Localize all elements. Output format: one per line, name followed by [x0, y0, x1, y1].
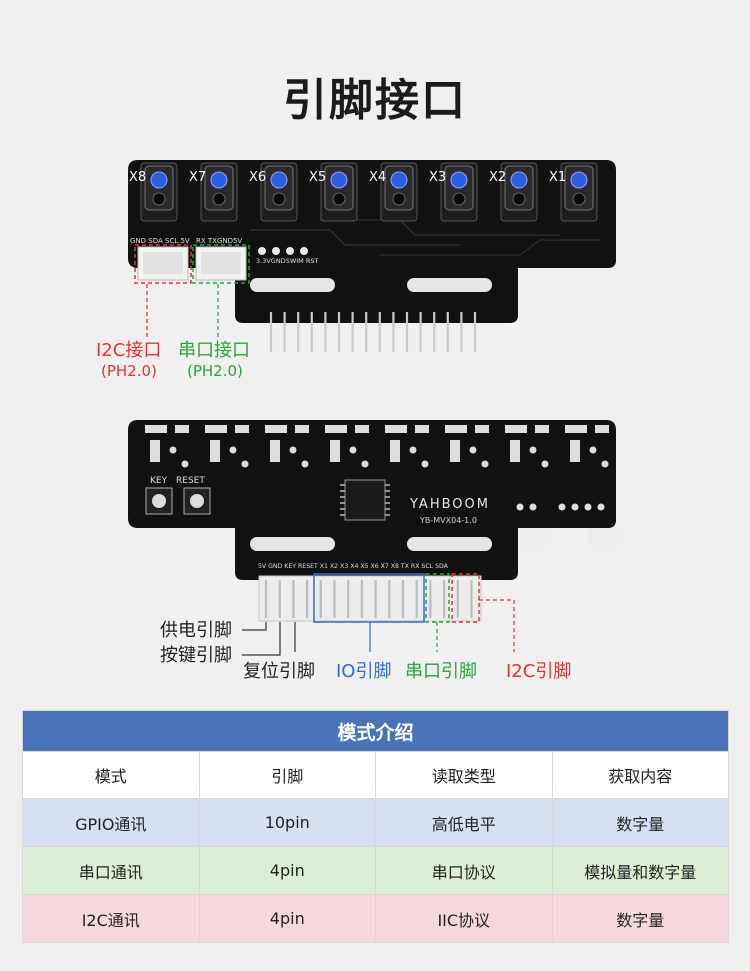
table-cell: 高低电平	[375, 798, 553, 847]
table-cell: 串口通讯	[22, 846, 200, 895]
sensor-x7: X7	[189, 162, 238, 222]
bottom-board: KEY RESET YAHBOOM YB-MVX04-1.0 5V GND KE…	[128, 420, 618, 682]
sensor-x1: X1	[549, 162, 598, 222]
top-board: X8 X7 X6 X5 X4 X3 X2 X1 3.3VGNDSWIM RST GND SDA…	[96, 160, 616, 380]
sensor-label: X1	[549, 170, 566, 185]
uart-connector	[195, 246, 247, 281]
col-header: 模式	[22, 751, 200, 799]
table-cell: 4pin	[198, 894, 376, 943]
sensor-label: X5	[309, 170, 326, 185]
sensor-label: X6	[249, 170, 266, 185]
table-title: 模式介绍	[22, 710, 729, 752]
sensor-x5: X5	[309, 162, 358, 222]
reset-silk: RESET	[176, 476, 205, 486]
sensor-label: X7	[189, 170, 206, 185]
table-cell: 数字量	[551, 894, 729, 943]
pinout-diagram: X8 X7 X6 X5 X4 X3 X2 X1 3.3VGNDSWIM RST GND SDA…	[96, 160, 618, 682]
table-cell: IIC协议	[375, 894, 553, 943]
uart-header-silk: RX TXGND5V	[196, 237, 242, 245]
table-cell: I2C通讯	[22, 894, 200, 943]
sensor-x8: X8	[129, 162, 178, 222]
i2c-pin-label: I2C引脚	[506, 661, 571, 682]
table-cell: 模拟量和数字量	[551, 846, 729, 895]
sensor-x6: X6	[249, 162, 298, 222]
uart-interface-sub: (PH2.0)	[187, 362, 243, 380]
uart-interface-label: 串口接口	[178, 340, 250, 361]
table-cell: 4pin	[198, 846, 376, 895]
table-row: 串口通讯 4pin 串口协议 模拟量和数字量	[22, 846, 729, 895]
table-row: I2C通讯 4pin IIC协议 数字量	[22, 894, 729, 943]
brand-silk: YAHBOOM	[409, 497, 490, 512]
sensor-x3: X3	[429, 162, 478, 222]
i2c-interface-sub: (PH2.0)	[101, 362, 157, 380]
sensor-x2: X2	[489, 162, 538, 222]
table-cell: GPIO通讯	[22, 798, 200, 847]
pad-silk: 3.3VGNDSWIM RST	[256, 257, 318, 265]
power-pin-label: 供电引脚	[160, 620, 232, 641]
col-header: 引脚	[198, 751, 376, 799]
table-cell: 10pin	[198, 798, 376, 847]
sensor-label: X3	[429, 170, 446, 185]
col-header: 获取内容	[551, 751, 729, 799]
reset-pin-label: 复位引脚	[243, 661, 315, 682]
io-pin-label: IO引脚	[336, 661, 391, 682]
table-row: GPIO通讯 10pin 高低电平 数字量	[22, 798, 729, 847]
key-pin-label: 按键引脚	[160, 645, 232, 666]
uart-pin-label: 串口引脚	[405, 661, 477, 682]
table-cell: 串口协议	[375, 846, 553, 895]
sensor-label: X8	[129, 170, 146, 185]
i2c-connector	[137, 246, 189, 281]
model-silk: YB-MVX04-1.0	[419, 516, 477, 525]
table-cell: 数字量	[551, 798, 729, 847]
key-silk: KEY	[150, 476, 168, 486]
sensor-x4: X4	[369, 162, 418, 222]
mode-table: 模式介绍 模式 引脚 读取类型 获取内容 GPIO通讯 10pin 高低电平 数…	[22, 710, 729, 943]
page-title: 引脚接口	[283, 75, 467, 126]
sensor-label: X4	[369, 170, 386, 185]
pin-silk: 5V GND KEY RESET X1 X2 X3 X4 X5 X6 X7 X8…	[258, 563, 449, 570]
sensor-label: X2	[489, 170, 506, 185]
col-header: 读取类型	[375, 751, 553, 799]
i2c-header-silk: GND SDA SCL 5V	[130, 237, 190, 245]
i2c-interface-label: I2C接口	[96, 340, 161, 361]
